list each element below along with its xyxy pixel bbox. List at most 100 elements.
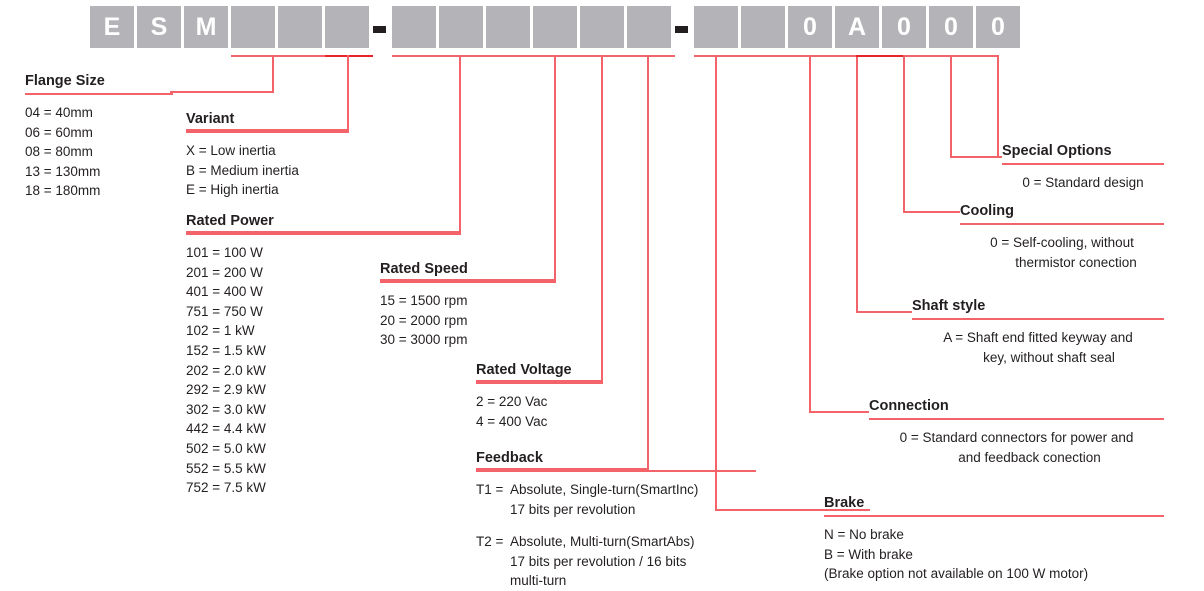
leader-flange-join xyxy=(170,91,274,93)
leader-voltage-drop xyxy=(601,55,603,382)
pn-box-12 xyxy=(627,6,671,48)
shaft-style-item: key, without shaft seal xyxy=(983,349,1115,365)
feedback-entry-line: Absolute, Multi-turn(SmartAbs) xyxy=(510,534,695,550)
rated-voltage-item: 2 = 220 Vac xyxy=(476,394,548,409)
pn-box-2: S xyxy=(137,6,181,48)
leader-feedback-top xyxy=(627,55,675,57)
rated-speed-item: 20 = 2000 rpm xyxy=(380,312,468,328)
section-variant: Variant X = Low inertia B = Medium inert… xyxy=(186,111,349,200)
rated-voltage-rule xyxy=(476,382,603,384)
part-number-separator-2 xyxy=(675,26,688,33)
pn-box-11 xyxy=(580,6,624,48)
variant-item: E = High inertia xyxy=(186,182,279,198)
section-special-options: Special Options 0 = Standard design xyxy=(1002,143,1164,193)
shaft-style-rule xyxy=(912,318,1164,320)
leader-power-join xyxy=(186,231,461,233)
variant-title: Variant xyxy=(186,111,235,127)
rated-power-items: 101 = 100 W 201 = 200 W 401 = 400 W 751 … xyxy=(186,243,461,498)
rated-power-title: Rated Power xyxy=(186,213,274,229)
brake-title: Brake xyxy=(824,495,865,511)
pn-box-9 xyxy=(486,6,530,48)
brake-items: N = No brake B = With brake (Brake optio… xyxy=(824,525,1164,584)
pn-box-5 xyxy=(278,6,322,48)
pn-box-7 xyxy=(392,6,436,48)
rated-speed-item: 30 = 3000 rpm xyxy=(380,332,468,348)
leader-cooling-drop xyxy=(903,55,905,212)
rated-power-item: 102 = 1 kW xyxy=(186,323,255,339)
leader-connection-join xyxy=(809,411,869,413)
leader-shaft-top xyxy=(809,55,857,57)
feedback-entry-line: 17 bits per revolution / 16 bits xyxy=(510,553,687,569)
flange-size-item: 04 = 40mm xyxy=(25,105,93,120)
feedback-entry: T1 = Absolute, Single-turn(SmartInc) xyxy=(476,480,756,500)
rated-power-item: 292 = 2.9 kW xyxy=(186,382,266,398)
feedback-entry: T2 = Absolute, Multi-turn(SmartAbs) xyxy=(476,532,756,552)
pn-box-3: M xyxy=(184,6,228,48)
section-flange-size: Flange Size 04 = 40mm 06 = 60mm 08 = 80m… xyxy=(25,73,173,201)
flange-size-item: 13 = 130mm xyxy=(25,163,101,179)
connection-item: 0 = Standard connectors for power and xyxy=(899,430,1134,445)
variant-item: B = Medium inertia xyxy=(186,162,299,178)
rated-power-item: 101 = 100 W xyxy=(186,245,263,260)
rated-speed-title: Rated Speed xyxy=(380,261,468,277)
flange-size-rule xyxy=(25,93,173,95)
shaft-style-title: Shaft style xyxy=(912,298,986,314)
leader-brake-drop xyxy=(715,55,717,510)
section-feedback: Feedback T1 = Absolute, Single-turn(Smar… xyxy=(476,450,756,591)
feedback-entry-line: Absolute, Single-turn(SmartInc) xyxy=(510,482,699,497)
section-rated-speed: Rated Speed 15 = 1500 rpm 20 = 2000 rpm … xyxy=(380,261,556,350)
brake-item: B = With brake xyxy=(824,546,913,562)
section-brake: Brake N = No brake B = With brake (Brake… xyxy=(824,495,1164,584)
feedback-entry-key: T1 = xyxy=(476,482,504,497)
brake-item: (Brake option not available on 100 W mot… xyxy=(824,566,1089,582)
variant-rule xyxy=(186,131,349,133)
connection-item: and feedback conection xyxy=(958,449,1101,465)
brake-rule xyxy=(824,515,1164,517)
part-number-separator-1 xyxy=(373,26,386,33)
rated-power-item: 302 = 3.0 kW xyxy=(186,401,266,417)
variant-items: X = Low inertia B = Medium inertia E = H… xyxy=(186,141,349,200)
cooling-items: 0 = Self-cooling, without thermistor con… xyxy=(960,233,1164,272)
leader-variant-join xyxy=(186,129,349,131)
leader-voltage-join xyxy=(476,380,603,382)
leader-power-drop xyxy=(459,55,461,233)
part-number-row: E S M 0 A 0 0 0 xyxy=(0,0,1204,60)
rated-power-item: 202 = 2.0 kW xyxy=(186,362,266,378)
section-rated-voltage: Rated Voltage 2 = 220 Vac 4 = 400 Vac xyxy=(476,362,603,431)
feedback-entry-line: multi-turn xyxy=(510,573,567,589)
pn-box-18: 0 xyxy=(929,6,973,48)
section-connection: Connection 0 = Standard connectors for p… xyxy=(869,398,1164,467)
special-options-items: 0 = Standard design xyxy=(1002,173,1164,193)
cooling-item: thermistor conection xyxy=(1015,254,1137,270)
rated-power-item: 751 = 750 W xyxy=(186,303,263,319)
rated-voltage-item: 4 = 400 Vac xyxy=(476,413,548,429)
leader-flange-drop xyxy=(272,55,274,93)
leader-connection-top xyxy=(762,55,810,57)
special-options-item: 0 = Standard design xyxy=(1022,175,1144,190)
feedback-entry-key: T2 = xyxy=(476,534,504,550)
leader-voltage-top xyxy=(580,55,628,57)
rated-speed-rule xyxy=(380,281,556,283)
leader-cooling-top xyxy=(856,55,904,57)
rated-power-item: 152 = 1.5 kW xyxy=(186,342,266,358)
pn-box-8 xyxy=(439,6,483,48)
leader-final-drop xyxy=(997,55,999,157)
pn-box-15: 0 xyxy=(788,6,832,48)
pn-box-16: A xyxy=(835,6,879,48)
leader-connection-drop xyxy=(809,55,811,412)
rated-power-rule xyxy=(186,233,461,235)
feedback-entry-line: 17 bits per revolution xyxy=(510,501,636,517)
leader-cooling-join xyxy=(903,211,960,213)
shaft-style-item: A = Shaft end fitted keyway and xyxy=(943,330,1133,345)
brake-item: N = No brake xyxy=(824,527,904,542)
leader-brake-join xyxy=(715,509,870,511)
variant-item: X = Low inertia xyxy=(186,143,276,158)
cooling-rule xyxy=(960,223,1164,225)
leader-brake-top xyxy=(694,55,789,57)
leader-shaft-join xyxy=(856,311,912,313)
shaft-style-items: A = Shaft end fitted keyway and key, wit… xyxy=(912,328,1164,367)
rated-power-item: 502 = 5.0 kW xyxy=(186,440,266,456)
cooling-item: 0 = Self-cooling, without xyxy=(990,235,1134,250)
pn-box-6 xyxy=(325,6,369,48)
